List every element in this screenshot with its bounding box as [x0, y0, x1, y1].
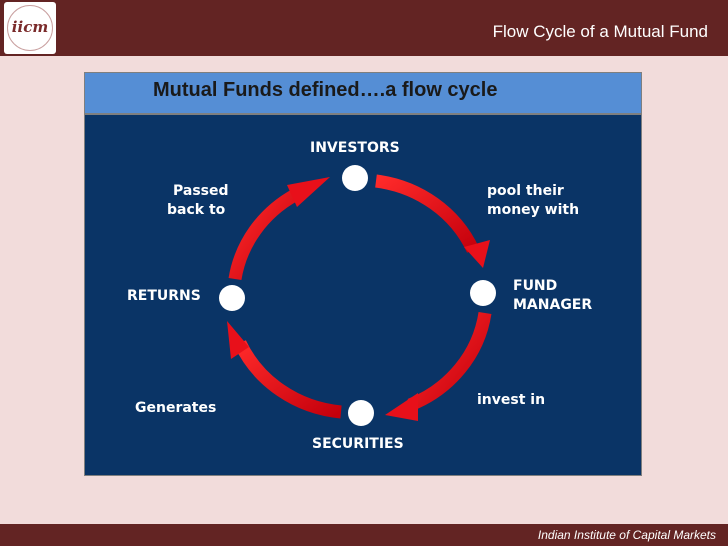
label-securities: SECURITIES [312, 436, 404, 452]
arrow-manager-to-securities [407, 311, 492, 412]
slide-title: Flow Cycle of a Mutual Fund [492, 22, 708, 41]
header-text: Mutual Funds defined….a flow cycle [153, 79, 498, 101]
arrow-securities-to-returns [234, 340, 342, 419]
footer-text: Indian Institute of Capital Markets [537, 528, 716, 542]
label-invest: invest in [477, 392, 546, 408]
arrowhead-investors [287, 177, 330, 207]
logo-ring [7, 5, 53, 51]
footer-bar: Indian Institute of Capital Markets [0, 524, 728, 546]
node-returns [219, 285, 245, 311]
top-bar: iicm Flow Cycle of a Mutual Fund [0, 0, 728, 56]
label-generates: Generates [135, 400, 217, 416]
arrowhead-securities [385, 393, 418, 421]
label-fund-line1: FUND [513, 278, 558, 294]
label-passed-line2: back to [167, 202, 226, 218]
arrow-investors-to-manager [375, 174, 479, 253]
arrowhead-manager [464, 240, 490, 268]
label-pool-line2: money with [487, 202, 580, 218]
flow-cycle-diagram [219, 165, 496, 426]
node-securities [348, 400, 374, 426]
header-band: Mutual Funds defined….a flow cycle [84, 72, 642, 114]
arrowhead-returns [227, 321, 249, 359]
label-fund-line2: MANAGER [513, 297, 593, 313]
flow-cycle-panel: INVESTORS pool their money with FUND MAN… [84, 114, 642, 476]
node-investors [342, 165, 368, 191]
logo-text: iicm [11, 18, 49, 36]
iicm-logo: iicm [4, 2, 56, 54]
label-passed-line1: Passed [173, 183, 229, 199]
label-pool-line1: pool their [487, 183, 564, 199]
arrow-returns-to-investors [228, 189, 299, 281]
node-fund-manager [470, 280, 496, 306]
label-investors: INVESTORS [310, 140, 400, 156]
label-returns: RETURNS [127, 288, 201, 304]
